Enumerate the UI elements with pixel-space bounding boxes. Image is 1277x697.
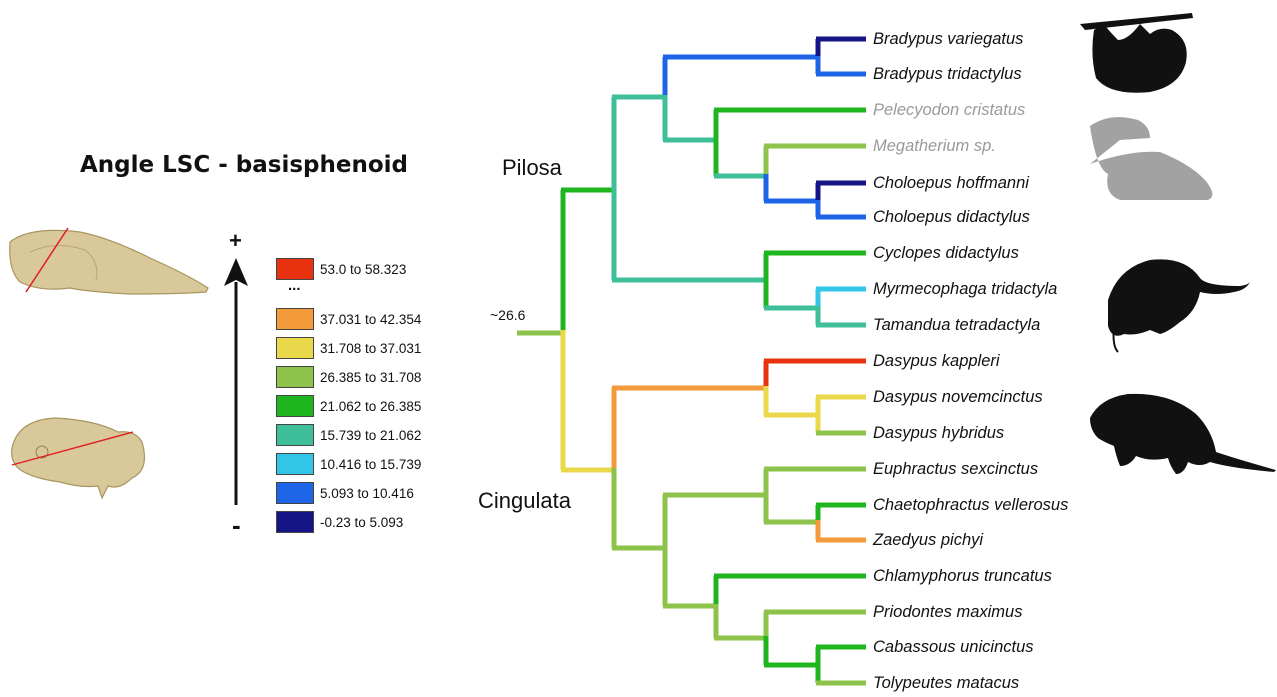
ground-sloth-silhouette xyxy=(1090,117,1213,200)
taxon-label: Myrmecophaga tridactyla xyxy=(873,280,1058,298)
taxon-label: Tolypeutes matacus xyxy=(873,674,1020,692)
legend-label: 5.093 to 10.416 xyxy=(320,485,414,501)
taxon-label: Cyclopes didactylus xyxy=(873,244,1019,262)
legend-swatch xyxy=(276,337,314,359)
taxon-label: Megatherium sp. xyxy=(873,137,996,155)
taxon-label: Bradypus tridactylus xyxy=(873,65,1022,83)
sloth-silhouette xyxy=(1080,13,1193,93)
legend-item: -0.23 to 5.093 xyxy=(276,511,403,533)
legend-swatch xyxy=(276,395,314,417)
legend-item: 15.739 to 21.062 xyxy=(276,424,421,446)
legend-swatch xyxy=(276,511,314,533)
taxon-label: Dasypus hybridus xyxy=(873,424,1005,442)
taxon-label: Dasypus kappleri xyxy=(873,352,1000,370)
legend-swatch xyxy=(276,453,314,475)
taxon-label: Euphractus sexcinctus xyxy=(873,460,1039,478)
legend-label: 37.031 to 42.354 xyxy=(320,311,422,327)
taxon-label: Choloepus hoffmanni xyxy=(873,174,1029,192)
taxon-label: Cabassous unicinctus xyxy=(873,638,1034,656)
legend-item: 37.031 to 42.354 xyxy=(276,308,421,330)
legend-item: 21.062 to 26.385 xyxy=(276,395,421,417)
taxon-label: Choloepus didactylus xyxy=(873,208,1030,226)
legend-label: 21.062 to 26.385 xyxy=(320,398,422,414)
legend-label: 31.708 to 37.031 xyxy=(320,340,422,356)
root-value-label: ~26.6 xyxy=(490,307,526,323)
legend-label: 26.385 to 31.708 xyxy=(320,369,422,385)
arrow-minus-label: - xyxy=(232,510,241,540)
arrow-plus-label: + xyxy=(229,228,242,253)
legend-item: 31.708 to 37.031 xyxy=(276,337,421,359)
armadillo-silhouette xyxy=(1090,393,1276,474)
legend-swatch xyxy=(276,424,314,446)
legend-label: 10.416 to 15.739 xyxy=(320,456,422,472)
taxon-label: Zaedyus pichyi xyxy=(873,531,984,549)
taxon-label: Chlamyphorus truncatus xyxy=(873,567,1052,585)
skull-image-bottom xyxy=(11,417,145,500)
legend-swatch xyxy=(276,258,314,280)
tree-branches xyxy=(517,36,866,686)
legend-item: 26.385 to 31.708 xyxy=(276,366,421,388)
legend-label: 15.739 to 21.062 xyxy=(320,427,422,443)
legend-item: 53.0 to 58.323 xyxy=(276,258,406,280)
legend-swatch xyxy=(276,308,314,330)
taxon-label: Priodontes maximus xyxy=(873,603,1023,621)
legend-label: 53.0 to 58.323 xyxy=(320,261,407,277)
legend-item: 10.416 to 15.739 xyxy=(276,453,421,475)
skull-image-top xyxy=(9,227,209,295)
clade-label-pilosa: Pilosa xyxy=(502,155,562,180)
taxon-label: Pelecyodon cristatus xyxy=(873,101,1026,119)
clade-label-cingulata: Cingulata xyxy=(478,488,571,513)
taxon-label: Dasypus novemcinctus xyxy=(873,388,1043,406)
taxon-label: Chaetophractus vellerosus xyxy=(873,496,1069,514)
taxon-label: Bradypus variegatus xyxy=(873,30,1024,48)
legend-label: -0.23 to 5.093 xyxy=(320,514,404,530)
scale-arrow xyxy=(224,258,248,505)
legend-swatch xyxy=(276,366,314,388)
figure-title: Angle LSC - basisphenoid xyxy=(80,152,408,178)
anteater-silhouette xyxy=(1108,259,1250,353)
legend-item: 5.093 to 10.416 xyxy=(276,482,414,504)
legend-ellipsis: ... xyxy=(288,277,301,294)
legend-swatch xyxy=(276,482,314,504)
taxon-label: Tamandua tetradactyla xyxy=(873,316,1041,334)
